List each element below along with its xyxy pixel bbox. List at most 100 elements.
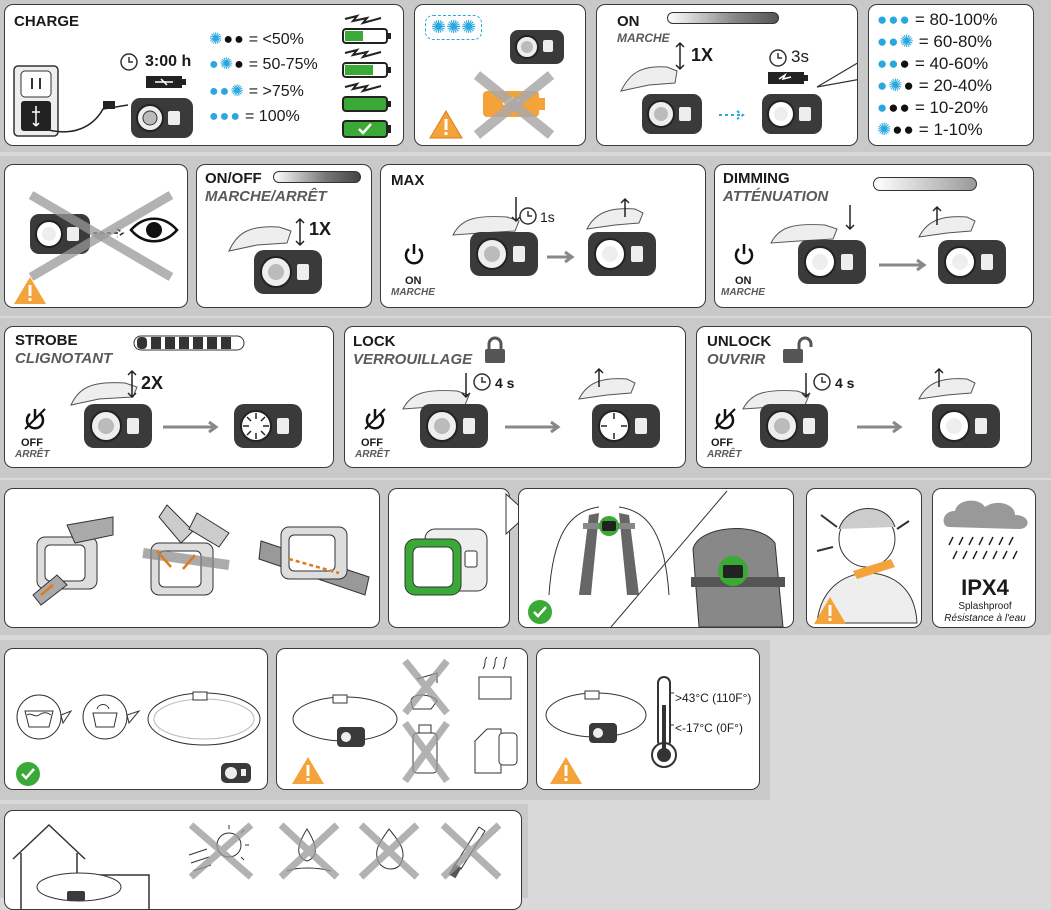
three-blue-indicator: ✺✺✺ bbox=[425, 15, 483, 40]
warning-icon bbox=[550, 757, 582, 784]
press-arrow-icon bbox=[675, 41, 685, 71]
house-storage-icon bbox=[12, 823, 150, 909]
dimming-on-label: ON bbox=[735, 275, 752, 287]
dimming-subtitle: ATTÉNUATION bbox=[723, 188, 829, 205]
headlamp-green-mount-icon bbox=[404, 528, 488, 596]
brightness-bar bbox=[667, 12, 779, 24]
lock-panel: LOCK VERROUILLAGE OFF ARRÊT 4 s bbox=[344, 326, 686, 468]
battery-levels-panel: ●●●= 80-100% ●●✺= 60-80% ●●●= 40-60% ●✺●… bbox=[868, 4, 1034, 146]
strobe-off-label: OFF bbox=[21, 437, 43, 449]
ok-check-icon bbox=[528, 600, 552, 624]
lock-icon bbox=[485, 336, 505, 363]
charge-time: 3:00 h bbox=[145, 53, 192, 70]
battery-charging-icon bbox=[146, 76, 186, 88]
battery-icon bbox=[768, 72, 808, 84]
hand-release-icon bbox=[578, 367, 636, 400]
headlamp-lit-icon bbox=[938, 240, 1006, 284]
arrow-right-icon bbox=[505, 492, 529, 536]
lock-off-label-fr: ARRÊT bbox=[355, 449, 390, 460]
ipx-fr-label: Résistance à l'eau bbox=[944, 613, 1026, 624]
warning-icon bbox=[814, 597, 846, 624]
ipx-en-label: Splashproof bbox=[958, 601, 1012, 612]
hand-release-icon bbox=[586, 197, 644, 230]
brightness-bar bbox=[273, 171, 361, 183]
headband-headlamp-icon bbox=[292, 694, 398, 747]
eye-warning-panel bbox=[4, 164, 188, 308]
strobe-off-label-fr: ARRÊT bbox=[15, 449, 50, 460]
power-icon bbox=[404, 244, 424, 265]
warning-icon bbox=[429, 110, 463, 139]
arrow-right-icon bbox=[547, 250, 575, 264]
strobe-bar bbox=[133, 335, 245, 351]
ipx-panel: IPX4 Splashproof Résistance à l'eau bbox=[932, 488, 1036, 628]
charge-level-1: ✺●●= <50% bbox=[209, 31, 304, 48]
headlamp-icon bbox=[642, 94, 702, 134]
unlock-off-label-fr: ARRÊT bbox=[707, 449, 742, 460]
max-panel: MAX ON MARCHE 1s bbox=[380, 164, 706, 308]
unlock-icon bbox=[783, 336, 813, 363]
hand-icon bbox=[620, 66, 678, 92]
neck-warning-panel bbox=[806, 488, 922, 628]
headlamp-strobe-icon bbox=[592, 404, 660, 448]
power-icon bbox=[734, 244, 754, 265]
dimming-panel: DIMMING ATTÉNUATION ON MARCHE bbox=[714, 164, 1034, 308]
strobe-press-count: 2X bbox=[141, 373, 164, 393]
charge-panel: CHARGE 3:00 h ✺●●= <50% ●✺●= 50-75% ●●✺=… bbox=[4, 4, 404, 146]
ipx-rating: IPX4 bbox=[961, 575, 1009, 600]
temperature-warning-panel: >43°C (110F°) <-17°C (0F°) bbox=[536, 648, 760, 790]
chemicals-warning-panel bbox=[276, 648, 528, 790]
charge-title: CHARGE bbox=[14, 13, 80, 30]
onoff-panel: ON/OFF MARCHE/ARRÊT 1X bbox=[196, 164, 372, 308]
hand-icon bbox=[770, 224, 838, 244]
arrow-right-icon bbox=[857, 420, 903, 434]
hand-wash-icon bbox=[82, 694, 141, 740]
eye-icon bbox=[129, 217, 179, 243]
on-title: ON bbox=[617, 13, 640, 30]
onoff-title: ON/OFF bbox=[205, 170, 262, 187]
hand-icon bbox=[452, 216, 520, 236]
strobe-panel: STROBE CLIGNOTANT OFF ARRÊT 2X bbox=[4, 326, 334, 468]
max-on-label-fr: MARCHE bbox=[391, 287, 435, 298]
arrow-right-icon bbox=[163, 420, 219, 434]
headlamp-icon bbox=[798, 240, 866, 284]
washing-panel bbox=[4, 648, 268, 790]
headlamp-lit-icon bbox=[932, 404, 1000, 448]
wall-outlet-icon bbox=[13, 65, 59, 137]
battery-level-1: ●●●= 80-100% bbox=[877, 10, 998, 29]
clock-icon bbox=[769, 49, 787, 67]
battery-level-4: ●✺●= 20-40% bbox=[877, 76, 993, 95]
lock-subtitle: VERROUILLAGE bbox=[353, 351, 473, 368]
headlamp-lit-icon bbox=[588, 232, 656, 276]
person-neck-icon bbox=[816, 508, 918, 624]
onoff-subtitle: MARCHE/ARRÊT bbox=[205, 188, 327, 205]
strap-install-step-3 bbox=[258, 526, 370, 596]
charge-level-4: ●●●= 100% bbox=[209, 108, 300, 125]
headband-icon bbox=[147, 691, 261, 746]
press-down-arrow bbox=[461, 373, 471, 399]
strap-install-step-2 bbox=[142, 504, 230, 596]
headlamp-icon bbox=[420, 404, 488, 448]
headband-headlamp-icon bbox=[545, 690, 647, 743]
temp-high-label: >43°C (110F°) bbox=[675, 691, 752, 705]
unlock-hold-time: 4 s bbox=[835, 375, 855, 391]
diagonal-divider bbox=[610, 490, 728, 627]
max-hold-time: 1s bbox=[540, 209, 555, 225]
usb-cable-icon bbox=[44, 101, 129, 133]
storage-panel bbox=[4, 810, 522, 910]
dimming-bar bbox=[873, 177, 977, 191]
headlamp-icon bbox=[221, 763, 251, 783]
strap-install-panel bbox=[4, 488, 380, 628]
wash-basin-icon bbox=[16, 694, 73, 740]
crossed-battery-icon bbox=[473, 71, 555, 139]
no-battery-panel: ✺✺✺ bbox=[414, 4, 586, 146]
headlamp-icon bbox=[510, 30, 564, 64]
lock-off-label: OFF bbox=[361, 437, 383, 449]
battery-level-icons bbox=[342, 14, 391, 138]
warning-icon bbox=[14, 277, 46, 304]
no-fire-icon bbox=[358, 822, 420, 880]
no-water-icon bbox=[278, 822, 340, 880]
lock-hold-time: 4 s bbox=[495, 375, 515, 391]
press-arrow-icon bbox=[127, 369, 137, 399]
hand-release-icon bbox=[918, 367, 976, 400]
press-down-arrow bbox=[801, 373, 811, 399]
